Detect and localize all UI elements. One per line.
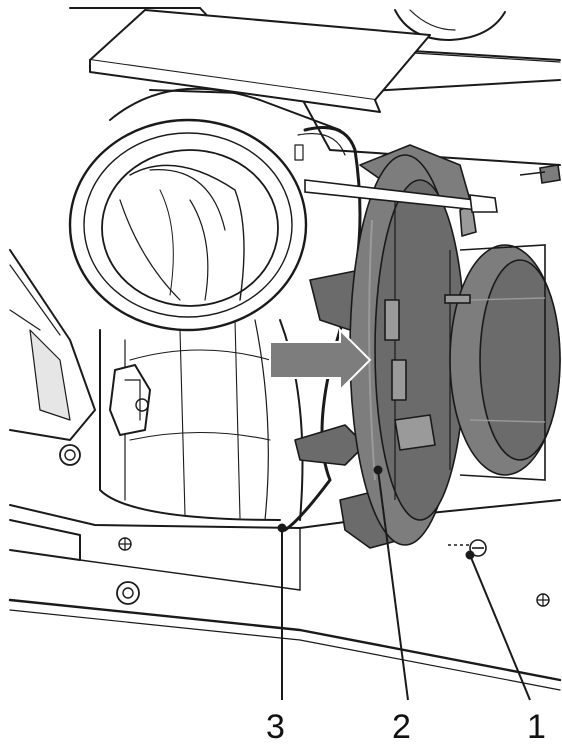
leader-line-2 xyxy=(377,469,409,701)
bolt-base xyxy=(116,581,140,605)
bolt-left xyxy=(59,444,81,466)
left-side-panel xyxy=(9,249,96,441)
callout-label-2: 2 xyxy=(392,708,411,746)
mounting-bracket xyxy=(109,364,151,436)
motor-hub xyxy=(444,244,561,481)
fan-wheel xyxy=(294,144,477,549)
blower-housing xyxy=(99,87,341,521)
retaining-screw xyxy=(448,539,487,557)
inlet-ring xyxy=(68,118,308,332)
callout-label-1: 1 xyxy=(527,708,546,746)
fan-blade-left-lower xyxy=(294,424,366,466)
top-cover-plate xyxy=(89,9,431,101)
fasteners xyxy=(59,144,550,607)
callout-label-3: 3 xyxy=(266,708,285,746)
shaft-rod xyxy=(304,164,561,213)
leader-line-1 xyxy=(469,554,531,701)
callout-leaders xyxy=(277,465,531,701)
airflow-arrow xyxy=(269,327,372,393)
